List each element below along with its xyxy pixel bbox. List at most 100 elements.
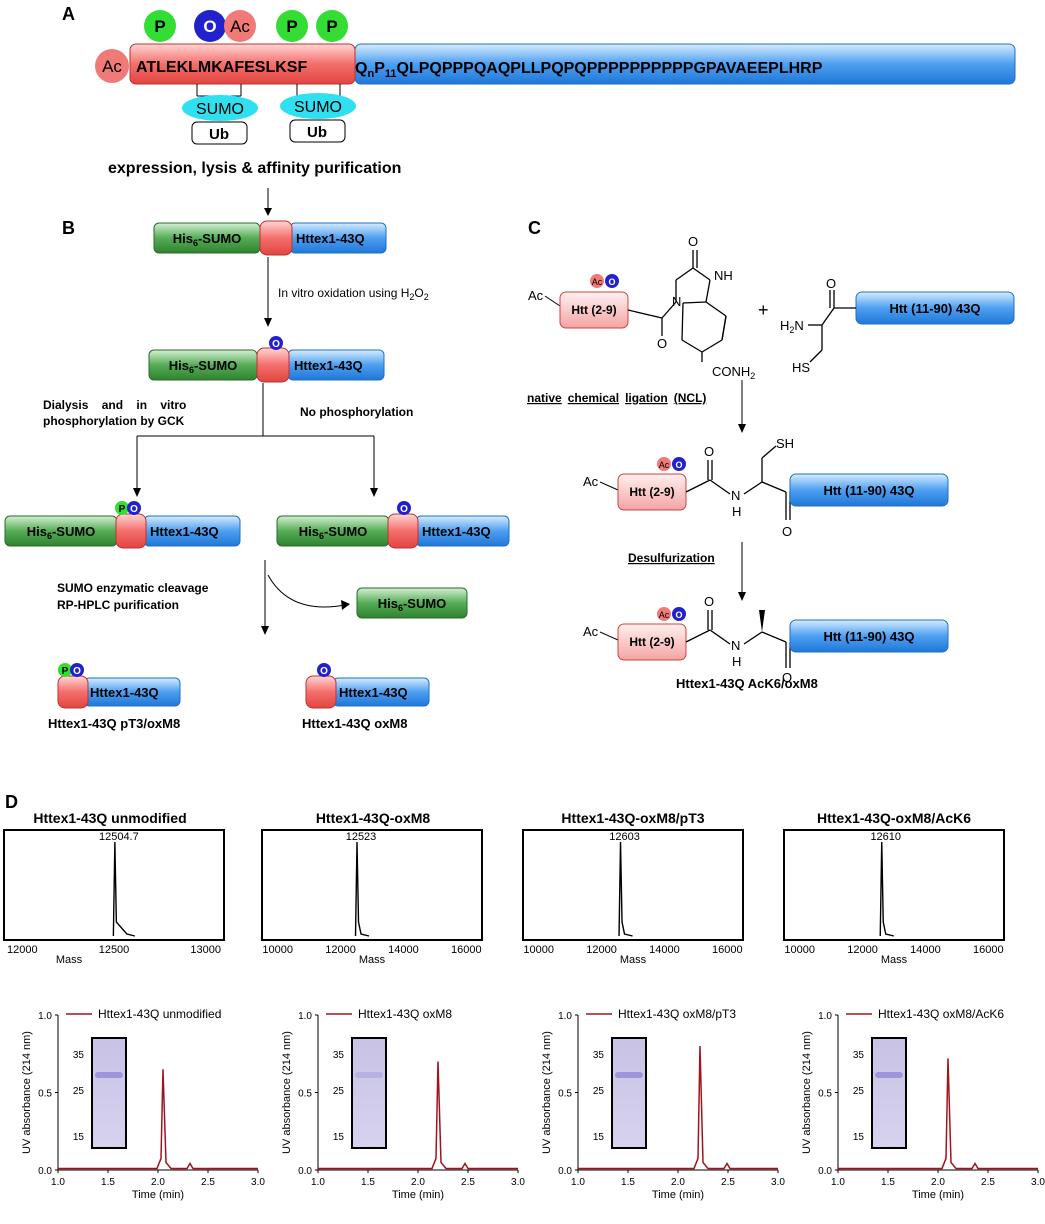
- svg-text:H: H: [732, 504, 741, 519]
- svg-text:O: O: [608, 277, 615, 287]
- svg-text:Htt (11-90) 43Q: Htt (11-90) 43Q: [823, 629, 914, 644]
- svg-text:SH: SH: [776, 436, 794, 451]
- svg-text:HS: HS: [792, 360, 810, 375]
- uv-xtick-3-2: 1.5: [621, 1177, 635, 1188]
- no-phosphorylation-label: No phosphorylation: [300, 405, 413, 419]
- uv-trace-4: [838, 1058, 1038, 1170]
- gel-marker-3-2: 25: [593, 1086, 605, 1097]
- ms-tick-2-1: 10000: [262, 944, 293, 956]
- polyq-sequence: QnP11QLPQPPPQAQPLLPQPQPPPPPPPPPPGPAVAEEP…: [355, 60, 823, 80]
- final-product-label: Httex1-43Q AcK6/oxM8: [676, 676, 818, 691]
- oxidation-step-label: In vitro oxidation using H2O2: [278, 286, 429, 302]
- ms-tick-3-3: 14000: [649, 944, 680, 956]
- ms-tick-3-4: 16000: [712, 944, 743, 956]
- svg-text:Httex1-43Q: Httex1-43Q: [422, 524, 491, 539]
- cleavage-curve: [267, 574, 346, 608]
- panel-c: Ac Htt (2-9) Ac O O NH: [527, 234, 1015, 691]
- badge-p1-text: P: [154, 17, 165, 36]
- svg-text:Ac: Ac: [583, 624, 599, 639]
- sumo-ellipse-1: [182, 95, 258, 121]
- ms-tick-4-4: 16000: [973, 944, 1004, 956]
- ms-peak-label-3: 12603: [609, 831, 640, 843]
- uv-ytick-2-2: 0.5: [298, 1089, 312, 1100]
- svg-text:O: O: [657, 336, 667, 351]
- desulfurization-label: Desulfurization: [628, 551, 715, 565]
- ms-tick-4-1: 10000: [784, 944, 815, 956]
- svg-text:N: N: [731, 638, 740, 653]
- uv-xtick-1-5: 3.0: [251, 1177, 265, 1188]
- badge-p3-text: P: [326, 17, 337, 36]
- uv-xtick-1-3: 2.0: [151, 1177, 165, 1188]
- plus-sign: +: [758, 300, 769, 320]
- panel-label-a: A: [62, 4, 75, 24]
- dialysis-label-2: phosphorylation by GCK: [43, 414, 185, 428]
- gel-band-3: [615, 1072, 643, 1078]
- badge-o-row2: [269, 336, 283, 350]
- gel-marker-1-1: 35: [73, 1050, 85, 1061]
- uv-xlabel-2: Time (min): [392, 1189, 444, 1201]
- ms-xlabel-4: Mass: [881, 954, 908, 966]
- ms-tick-4-2: 12000: [847, 944, 878, 956]
- panel-a: Ac ATLEKLMKAFESLKSF QnP11QLPQPPPQAQPLLPQ…: [95, 10, 1016, 216]
- ms-tick-3-2: 12000: [586, 944, 617, 956]
- ms-tick-2-2: 12000: [325, 944, 356, 956]
- uv-trace-1: [58, 1069, 258, 1170]
- ms-tick-2-3: 14000: [388, 944, 419, 956]
- svg-text:O: O: [73, 666, 81, 677]
- badge-ac-nterm-text: Ac: [102, 57, 122, 76]
- svg-text:N: N: [672, 294, 681, 309]
- nt17-block-noPhos: [387, 513, 419, 549]
- gel-band-2: [355, 1072, 383, 1078]
- dialysis-label-1: Dialysis and in vitro: [43, 398, 186, 412]
- uv-ylabel-4: UV absorbance (214 nm): [801, 1031, 813, 1154]
- svg-text:O: O: [688, 234, 698, 249]
- uv-ytick-1-1: 1.0: [38, 1011, 52, 1022]
- ms-tick-4-3: 14000: [910, 944, 941, 956]
- svg-text:O: O: [704, 594, 714, 609]
- svg-text:Htt (2-9): Htt (2-9): [629, 635, 674, 649]
- gel-marker-2-2: 25: [333, 1086, 345, 1097]
- ms-title-1: Httex1-43Q unmodified: [33, 810, 186, 826]
- svg-text:O: O: [782, 670, 792, 685]
- ms-peak-1: [112, 841, 136, 937]
- svg-text:His6-SUMO: His6-SUMO: [27, 524, 96, 541]
- svg-text:H2N: H2N: [780, 318, 804, 335]
- svg-text:Htt (2-9): Htt (2-9): [571, 303, 616, 317]
- gel-marker-4-2: 25: [853, 1086, 865, 1097]
- svg-text:His6-SUMO: His6-SUMO: [378, 596, 447, 613]
- badge-ac-nterm: [95, 49, 129, 83]
- nt17-sequence: ATLEKLMKAFESLKSF: [136, 59, 307, 76]
- httex-label-ox: Httex1-43Q: [294, 358, 363, 373]
- uv-xlabel-4: Time (min): [912, 1189, 964, 1201]
- uv-legend-4: Httex1-43Q oxM8/AcK6: [878, 1007, 1004, 1021]
- svg-text:Httex1-43Q: Httex1-43Q: [150, 524, 219, 539]
- ms-tick-2-4: 16000: [451, 944, 482, 956]
- badge-o-product-right: [317, 663, 331, 677]
- ms-title-4: Httex1-43Q-oxM8/AcK6: [817, 810, 971, 826]
- ms-peak-2: [354, 841, 370, 937]
- svg-text:Htt (2-9): Htt (2-9): [629, 485, 674, 499]
- uv-ytick-2-3: 0.0: [298, 1166, 312, 1177]
- gel-marker-3-1: 35: [593, 1050, 605, 1061]
- ms-peak-label-2: 12523: [346, 831, 377, 843]
- gel-marker-4-1: 35: [853, 1050, 865, 1061]
- ms-peak-3: [618, 841, 633, 937]
- uv-xtick-2-1: 1.0: [311, 1177, 325, 1188]
- uv-xtick-1-2: 1.5: [101, 1177, 115, 1188]
- svg-text:O: O: [130, 504, 138, 515]
- badge-ac-k-text: Ac: [230, 17, 250, 36]
- ms-tick-1-1: 12000: [7, 944, 38, 956]
- badge-p-product: [58, 663, 72, 677]
- ms-frame-3: [522, 829, 744, 941]
- gel-marker-4-3: 15: [853, 1132, 865, 1143]
- ms-tick-3-1: 10000: [523, 944, 554, 956]
- sumo-label-1: SUMO: [196, 101, 244, 118]
- badge-o-product-left: [70, 663, 84, 677]
- uv-xtick-4-4: 2.5: [981, 1177, 995, 1188]
- mbz-structure: [627, 250, 727, 362]
- product-right-nt17: [305, 675, 337, 709]
- svg-text:P: P: [119, 504, 126, 515]
- ms-title-3: Httex1-43Q-oxM8/pT3: [561, 810, 704, 826]
